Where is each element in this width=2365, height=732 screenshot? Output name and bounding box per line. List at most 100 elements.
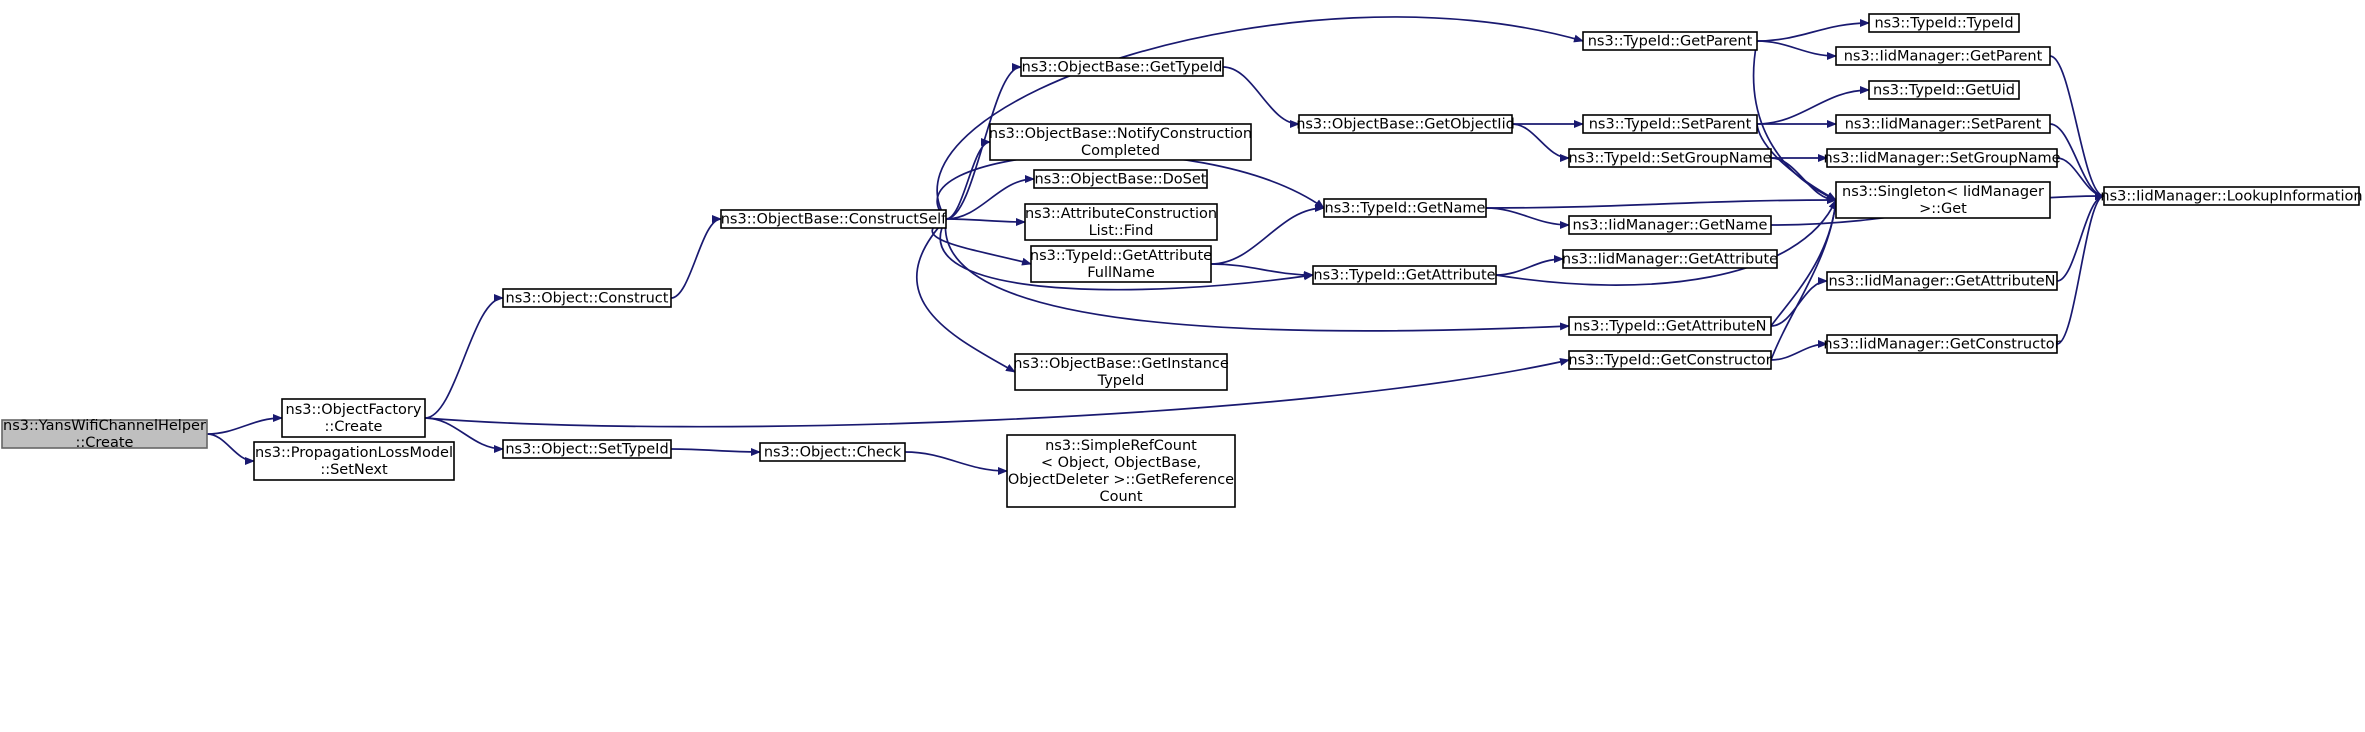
edges-layer: [206, 16, 2105, 475]
node-box: [1020, 57, 1224, 77]
node-tid_typeid[interactable]: ns3::TypeId::TypeId: [1868, 13, 2020, 33]
node-iid_getattributen[interactable]: ns3::IidManager::GetAttributeN: [1826, 271, 2058, 291]
node-label: ns3::IidManager::SetGroupName: [1823, 151, 2060, 167]
node-box: [1835, 46, 2051, 66]
node-box: [1568, 148, 1772, 168]
node-tid_getattribute[interactable]: ns3::TypeId::GetAttribute: [1312, 265, 1497, 285]
node-iid_getname[interactable]: ns3::IidManager::GetName: [1568, 215, 1772, 235]
node-label: ns3::PropagationLossModel: [255, 445, 453, 461]
node-box: [1835, 114, 2051, 134]
node-tid_getuid[interactable]: ns3::TypeId::GetUid: [1868, 80, 2020, 100]
node-tid_getparent[interactable]: ns3::TypeId::GetParent: [1582, 31, 1758, 51]
node-box: [989, 123, 1252, 161]
node-label: ns3::TypeId::GetAttribute: [1313, 268, 1495, 284]
edge-tid_getparent-to-tid_typeid: [1756, 19, 1870, 42]
node-box: [1868, 13, 2020, 33]
edge-tid_setparent-to-singleton_get: [1756, 123, 1837, 201]
node-label: ObjectDeleter >::GetReference: [1008, 472, 1234, 488]
edge-ob_constructself-to-ob_getinstancetypeid: [916, 218, 1016, 373]
node-iid_lookupinfo[interactable]: ns3::IidManager::LookupInformation: [2100, 186, 2363, 206]
node-tid_setparent[interactable]: ns3::TypeId::SetParent: [1582, 114, 1758, 134]
node-label: ns3::TypeId::GetUid: [1873, 83, 2015, 99]
node-ob_constructself[interactable]: ns3::ObjectBase::ConstructSelf: [720, 209, 947, 229]
node-label: ns3::IidManager::SetParent: [1845, 117, 2042, 133]
node-label: ::Create: [325, 419, 383, 435]
edge-ob_gettypeid-to-ob_getobjectiid: [1222, 66, 1300, 128]
node-tid_getconstructor[interactable]: ns3::TypeId::GetConstructor: [1568, 350, 1772, 370]
node-label: ns3::TypeId::GetName: [1325, 201, 1486, 217]
node-yans[interactable]: ns3::YansWifiChannelHelper::Create: [1, 418, 208, 451]
edge-tid_getattrfullname-to-tid_getname: [1210, 204, 1325, 265]
edge-tid_getparent-to-singleton_get: [1752, 40, 1837, 201]
node-box: [1868, 80, 2020, 100]
node-label: ns3::TypeId::TypeId: [1874, 16, 2013, 32]
node-singleton_get[interactable]: ns3::Singleton< IidManager>::Get: [1835, 181, 2051, 219]
edge-iid_getconstructor-to-iid_lookupinfo: [2056, 192, 2105, 345]
node-label: ns3::IidManager::LookupInformation: [2100, 189, 2362, 205]
node-label: ns3::YansWifiChannelHelper: [3, 418, 206, 434]
edge-ob_constructself-to-tid_getattribute: [939, 218, 1314, 291]
edge-of_create-to-obj_construct: [424, 294, 504, 419]
edge-tid_getattributen-to-singleton_get: [1770, 199, 1840, 327]
node-label: FullName: [1087, 265, 1155, 281]
node-box: [2103, 186, 2360, 206]
node-iid_setgroupname[interactable]: ns3::IidManager::SetGroupName: [1823, 148, 2061, 168]
edge-tid_getattribute-to-iid_getattribute: [1495, 255, 1564, 276]
node-box: [1030, 245, 1212, 283]
node-label: ns3::TypeId::GetConstructor: [1568, 353, 1771, 369]
node-box: [1298, 114, 1513, 134]
node-label: ns3::IidManager::GetAttribute: [1562, 252, 1778, 268]
node-label: ns3::ObjectBase::DoSet: [1035, 172, 1207, 188]
node-tid_getattributen[interactable]: ns3::TypeId::GetAttributeN: [1568, 316, 1772, 336]
node-plm_setnext[interactable]: ns3::PropagationLossModel::SetNext: [253, 441, 455, 481]
node-box: [1562, 249, 1778, 269]
edge-tid_getconstructor-to-singleton_get: [1770, 199, 1840, 361]
edge-iid_getparent-to-iid_lookupinfo: [2049, 55, 2105, 200]
node-box: [1312, 265, 1497, 285]
node-ob_getobjectiid[interactable]: ns3::ObjectBase::GetObjectIid: [1296, 114, 1515, 134]
node-label: ns3::IidManager::GetParent: [1844, 49, 2043, 65]
node-label: ns3::SimpleRefCount: [1045, 438, 1197, 454]
node-box: [1568, 350, 1772, 370]
edge-tid_setparent-to-tid_getuid: [1756, 86, 1870, 125]
node-label: ns3::Object::Check: [764, 445, 902, 461]
node-box: [1835, 181, 2051, 219]
node-label: ns3::Object::SetTypeId: [505, 442, 668, 458]
node-tid_setgroupname[interactable]: ns3::TypeId::SetGroupName: [1568, 148, 1772, 168]
edge-tid_getparent-to-iid_getparent: [1756, 40, 1837, 60]
node-of_create[interactable]: ns3::ObjectFactory::Create: [281, 398, 426, 438]
nodes-layer: ns3::YansWifiChannelHelper::Createns3::O…: [1, 13, 2363, 508]
node-label: ns3::TypeId::GetParent: [1588, 34, 1753, 50]
node-obj_check[interactable]: ns3::Object::Check: [759, 442, 906, 462]
node-label: ns3::TypeId::GetAttributeN: [1573, 319, 1766, 335]
node-ob_notify[interactable]: ns3::ObjectBase::NotifyConstructionCompl…: [989, 123, 1252, 161]
node-iid_getconstructor[interactable]: ns3::IidManager::GetConstructor: [1823, 334, 2061, 354]
edge-yans-to-plm_setnext: [206, 433, 255, 465]
edge-tid_setgroupname-to-singleton_get: [1770, 157, 1837, 204]
node-label: ns3::ObjectBase::NotifyConstruction: [989, 126, 1252, 142]
node-obj_settypeid[interactable]: ns3::Object::SetTypeId: [502, 439, 672, 459]
node-label: ns3::ObjectFactory: [286, 402, 422, 418]
edge-yans-to-of_create: [206, 414, 283, 435]
node-label: Completed: [1081, 143, 1160, 159]
node-box: [1033, 169, 1208, 189]
node-box: [1826, 148, 2058, 168]
edge-tid_getconstructor-to-iid_getconstructor: [1770, 340, 1828, 361]
node-obj_construct[interactable]: ns3::Object::Construct: [502, 288, 672, 308]
node-tid_getname[interactable]: ns3::TypeId::GetName: [1323, 198, 1487, 218]
node-box: [281, 398, 426, 438]
node-iid_setparent[interactable]: ns3::IidManager::SetParent: [1835, 114, 2051, 134]
edge-obj_construct-to-ob_constructself: [670, 215, 722, 299]
node-ob_doset[interactable]: ns3::ObjectBase::DoSet: [1033, 169, 1208, 189]
edge-ob_constructself-to-ob_notify: [945, 138, 991, 220]
node-iid_getattribute[interactable]: ns3::IidManager::GetAttribute: [1562, 249, 1778, 269]
node-src_getrefcount[interactable]: ns3::SimpleRefCount< Object, ObjectBase,…: [1006, 434, 1236, 508]
node-iid_getparent[interactable]: ns3::IidManager::GetParent: [1835, 46, 2051, 66]
node-ob_gettypeid[interactable]: ns3::ObjectBase::GetTypeId: [1020, 57, 1224, 77]
edge-ob_constructself-to-tid_getattributen: [944, 218, 1570, 332]
edge-tid_getattrfullname-to-tid_getattribute: [1210, 263, 1314, 279]
